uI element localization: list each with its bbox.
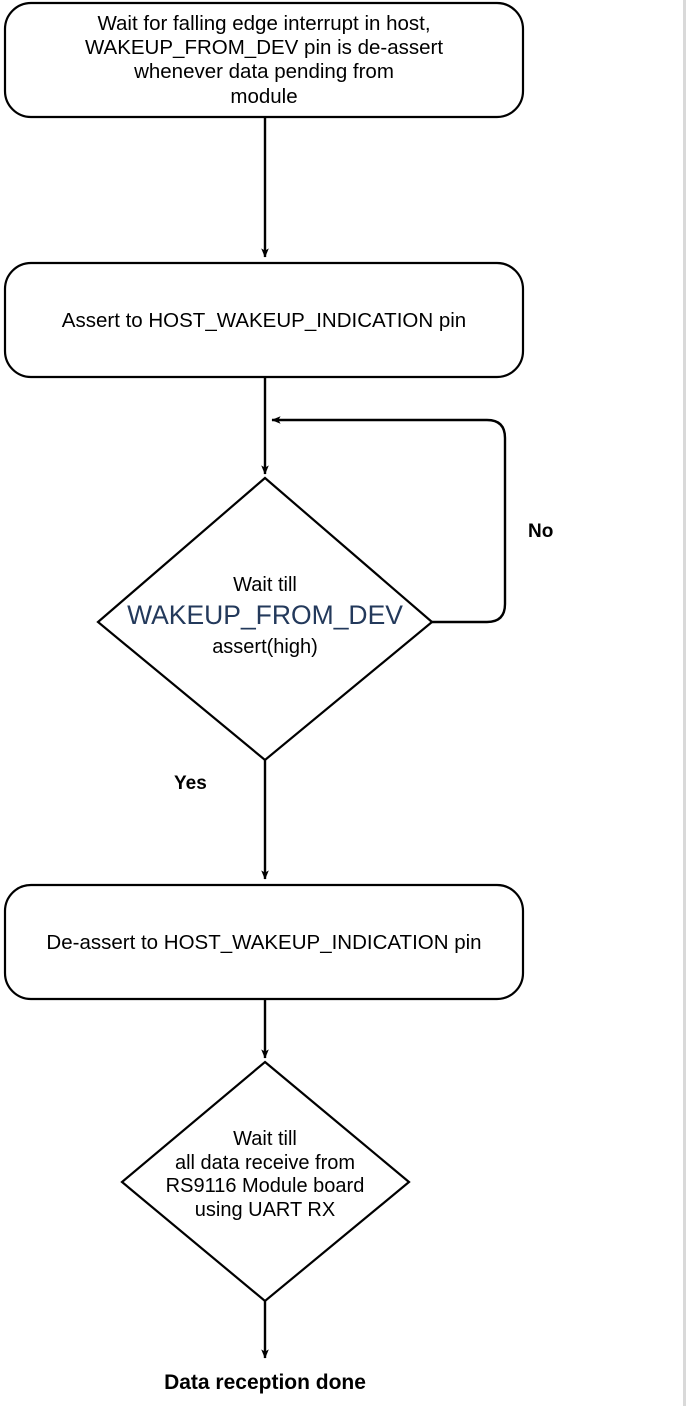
node-data-reception-done-text: Data reception done [164, 1371, 366, 1394]
edge-label-no-text: No [528, 521, 554, 542]
node-wait-falling-edge-shape [3, 1, 525, 119]
node-assert-indication-shape [3, 261, 525, 379]
edge-label-no: No [528, 521, 553, 543]
edge-label-yes-text: Yes [174, 773, 207, 794]
node-wait-all-data-shape [120, 1060, 411, 1303]
edge-no-loop-back [271, 416, 507, 624]
edge-label-yes: Yes [174, 773, 207, 795]
node-data-reception-done-label: Data reception done [65, 1371, 465, 1395]
node-wait-wakeup-assert-shape [96, 476, 434, 762]
node-deassert-indication-shape [3, 883, 525, 1001]
